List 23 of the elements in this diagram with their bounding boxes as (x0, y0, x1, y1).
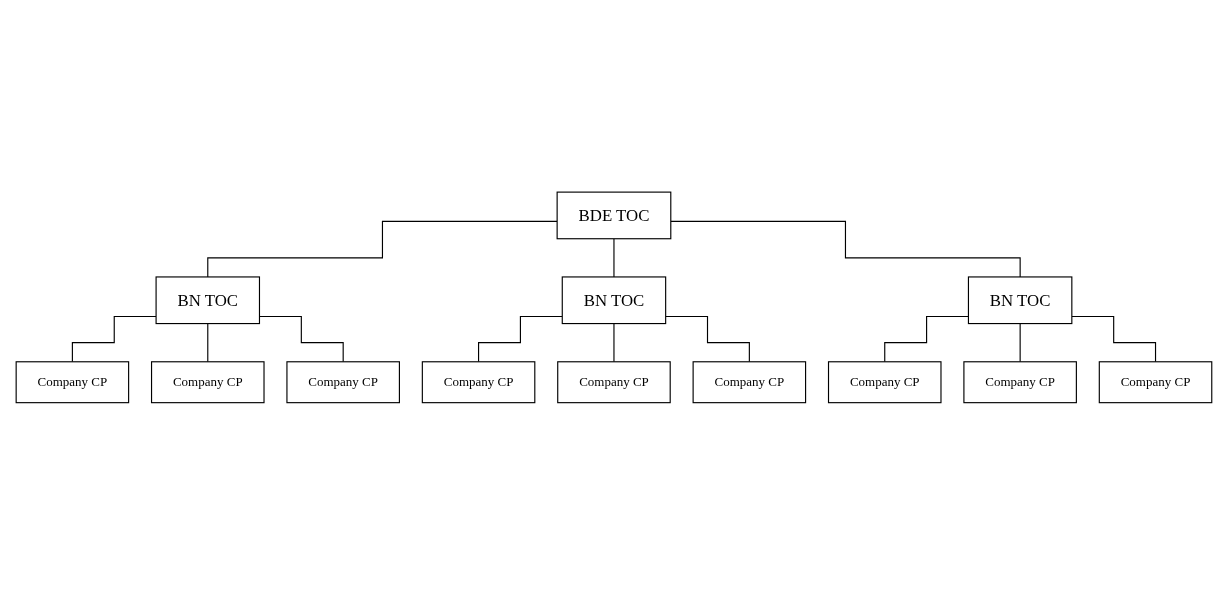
connector (670, 220, 1021, 278)
node-box: BN TOC (967, 276, 1073, 324)
node-box: Company CP (421, 360, 536, 403)
connector (613, 322, 615, 362)
node-box: BN TOC (155, 276, 261, 324)
node-box: BN TOC (561, 276, 667, 324)
connector (71, 315, 157, 362)
connector (613, 237, 615, 278)
connector (478, 315, 563, 362)
node-box: Company CP (827, 360, 942, 403)
node-box: Company CP (15, 360, 130, 403)
node-box: BDE TOC (556, 191, 672, 239)
node-box: Company CP (963, 360, 1077, 403)
connector (207, 322, 209, 362)
connector (1071, 315, 1157, 362)
connector (1019, 322, 1021, 362)
connector (665, 315, 750, 362)
connector (207, 220, 558, 278)
node-box: Company CP (286, 360, 400, 403)
node-box: Company CP (692, 360, 807, 403)
node-box: Company CP (1098, 360, 1213, 403)
node-box: Company CP (557, 360, 671, 403)
node-box: Company CP (151, 360, 265, 403)
